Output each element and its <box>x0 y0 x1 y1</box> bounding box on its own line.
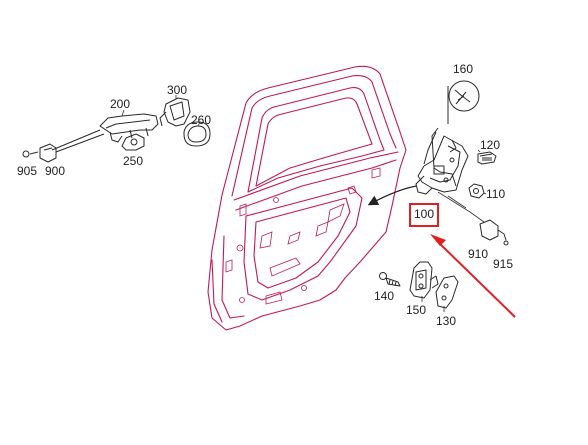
screw-part-140 <box>379 272 401 287</box>
tool-part-160 <box>447 80 480 124</box>
striker-part-150 <box>409 261 439 299</box>
callout-905: 905 <box>17 164 37 178</box>
highlight-annotation <box>409 203 516 318</box>
handle-bezel-part-250 <box>121 133 145 151</box>
highlight-arrow-shaft <box>435 239 516 318</box>
callout-130: 130 <box>436 314 456 328</box>
callout-160: 160 <box>453 62 473 76</box>
callout-910: 910 <box>468 247 488 261</box>
lock-cylinder-part-900 <box>22 143 57 163</box>
nut-part-110 <box>468 183 485 199</box>
bracket-part-130 <box>435 275 459 309</box>
callout-900: 900 <box>45 164 65 178</box>
callout-150: 150 <box>406 303 426 317</box>
gasket-part-260 <box>183 121 211 147</box>
callout-300: 300 <box>167 83 187 97</box>
door-handle-part-200 <box>51 113 159 153</box>
screw-part-120 <box>477 151 497 165</box>
callout-140: 140 <box>374 289 394 303</box>
callout-915: 915 <box>493 257 513 271</box>
callout-260: 260 <box>191 113 211 127</box>
callout-100: 100 <box>414 207 434 221</box>
callout-250: 250 <box>123 154 143 168</box>
callout-200: 200 <box>110 97 130 111</box>
handle-bracket-part-300 <box>159 97 191 127</box>
highlight-box <box>409 203 439 227</box>
door-lock-assembly <box>415 127 485 223</box>
highlight-arrow-head <box>430 234 446 246</box>
callout-120: 120 <box>480 138 500 152</box>
callout-110: 110 <box>486 187 505 201</box>
connector-part-910 <box>479 219 509 246</box>
rear-door-panel <box>207 65 417 331</box>
leader-lines <box>121 95 487 312</box>
